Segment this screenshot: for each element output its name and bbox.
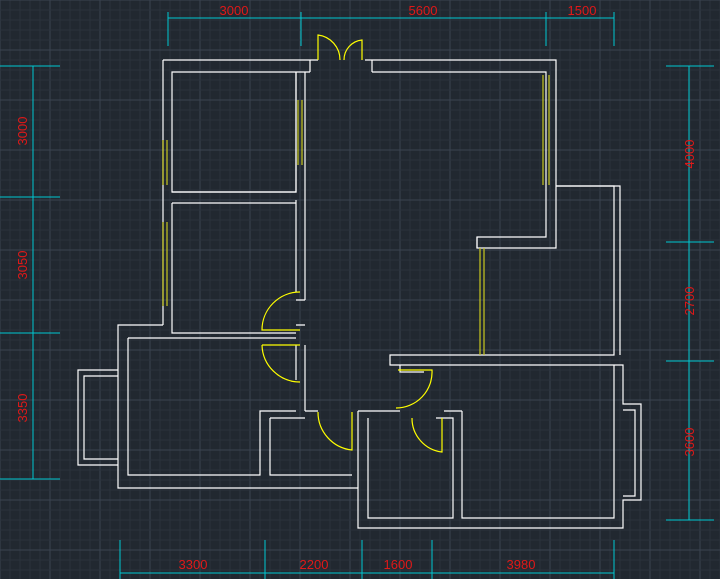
- east-room-wall: [399, 185, 621, 373]
- bath-wall: [269, 380, 352, 476]
- walls: [77, 59, 642, 529]
- balcony-east: [623, 409, 636, 497]
- dim-right-3: 3600: [682, 428, 697, 457]
- dim-top-3: 1500: [568, 3, 597, 18]
- center-bath-wall: [357, 365, 615, 519]
- window-bedroom1-east: [297, 100, 303, 165]
- dim-top-2: 5600: [409, 3, 438, 18]
- balcony-west: [77, 369, 118, 466]
- dim-right-1: 4000: [682, 140, 697, 169]
- kitchen-wall: [309, 60, 478, 248]
- dimension-labels: 3000 5600 1500 3300 2200 1600 3980 3000 …: [15, 3, 697, 572]
- entry-stub: [295, 299, 306, 380]
- window-bedroom1-west: [162, 140, 168, 185]
- dim-right-2: 2700: [682, 287, 697, 316]
- window-living-west: [479, 248, 485, 355]
- dim-left-3: 3350: [15, 394, 30, 423]
- door-west-room: [261, 344, 301, 383]
- dim-bottom-1: 3300: [179, 557, 208, 572]
- dim-left-2: 3050: [15, 251, 30, 280]
- dim-bottom-3: 1600: [384, 557, 413, 572]
- doors: [261, 34, 443, 453]
- windows: [162, 75, 550, 355]
- west-room-inner: [127, 337, 318, 476]
- window-bedroom2-west: [162, 222, 168, 306]
- window-living-north: [542, 75, 550, 185]
- door-bath-center: [395, 369, 433, 409]
- door-entry-right: [343, 39, 363, 61]
- door-entry-left: [317, 34, 341, 61]
- door-bath-west: [317, 411, 353, 451]
- dim-top-1: 3000: [220, 3, 249, 18]
- dim-bottom-2: 2200: [300, 557, 329, 572]
- door-center-bath: [411, 417, 443, 453]
- dim-bottom-4: 3980: [507, 557, 536, 572]
- dimension-lines: [0, 12, 714, 579]
- west-room-wall: [117, 185, 642, 529]
- door-bedroom2: [261, 291, 301, 331]
- bedroom1-wall: [172, 72, 306, 300]
- dim-left-1: 3000: [15, 117, 30, 146]
